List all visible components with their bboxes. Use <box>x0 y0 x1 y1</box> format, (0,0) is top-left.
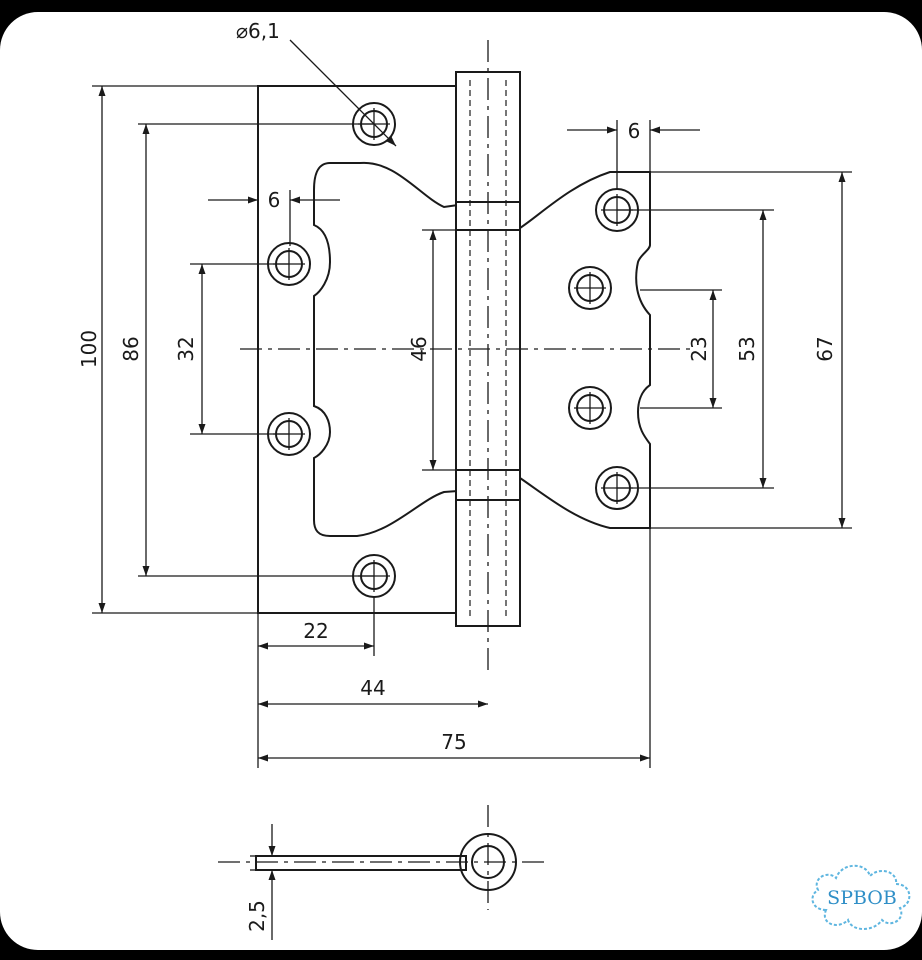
side-view <box>218 805 550 940</box>
label-67: 67 <box>813 336 837 361</box>
label-23: 23 <box>687 336 711 361</box>
label-53: 53 <box>735 336 759 361</box>
side-view-plate <box>255 855 467 871</box>
watermark-text: SPBOB <box>827 887 897 909</box>
label-100: 100 <box>77 330 101 368</box>
label-46: 46 <box>407 336 431 361</box>
dimension-lines <box>92 39 852 768</box>
label-hole-diameter: ⌀6,1 <box>236 19 280 43</box>
drawing-frame: ⌀6,1 6 6 100 86 32 46 23 53 67 22 44 75 … <box>0 12 922 950</box>
label-thickness: 2,5 <box>245 900 269 932</box>
label-32: 32 <box>174 336 198 361</box>
label-left-6: 6 <box>268 188 281 212</box>
hole-right-2 <box>568 266 612 310</box>
label-top-6: 6 <box>628 119 641 143</box>
left-leaf-cutout <box>313 161 459 537</box>
watermark: SPBOB <box>811 864 911 930</box>
label-75: 75 <box>441 730 466 754</box>
knuckle <box>455 40 521 670</box>
label-86: 86 <box>119 336 143 361</box>
right-leaf <box>519 171 651 529</box>
label-44: 44 <box>360 676 385 700</box>
right-leaf-outline <box>519 171 651 529</box>
mounting-holes <box>267 102 639 598</box>
label-22: 22 <box>303 619 328 643</box>
hinge-technical-drawing: ⌀6,1 6 6 100 86 32 46 23 53 67 22 44 75 … <box>77 19 911 940</box>
hole-right-3 <box>568 386 612 430</box>
